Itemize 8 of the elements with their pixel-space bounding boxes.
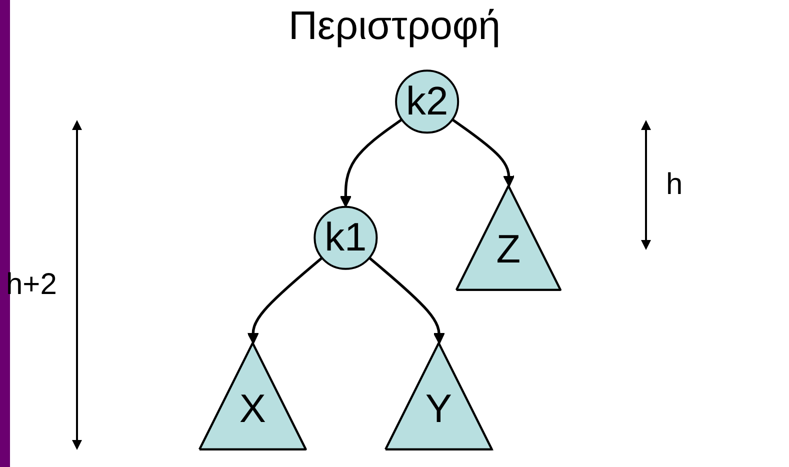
title: Περιστροφή	[288, 4, 501, 49]
node-circle: k2	[395, 70, 460, 134]
dimension-label: h	[666, 168, 683, 202]
arrow	[368, 256, 445, 344]
arrow	[247, 256, 323, 344]
arrow	[452, 118, 515, 188]
arrow	[340, 118, 403, 208]
node-circle: k1	[314, 206, 378, 270]
